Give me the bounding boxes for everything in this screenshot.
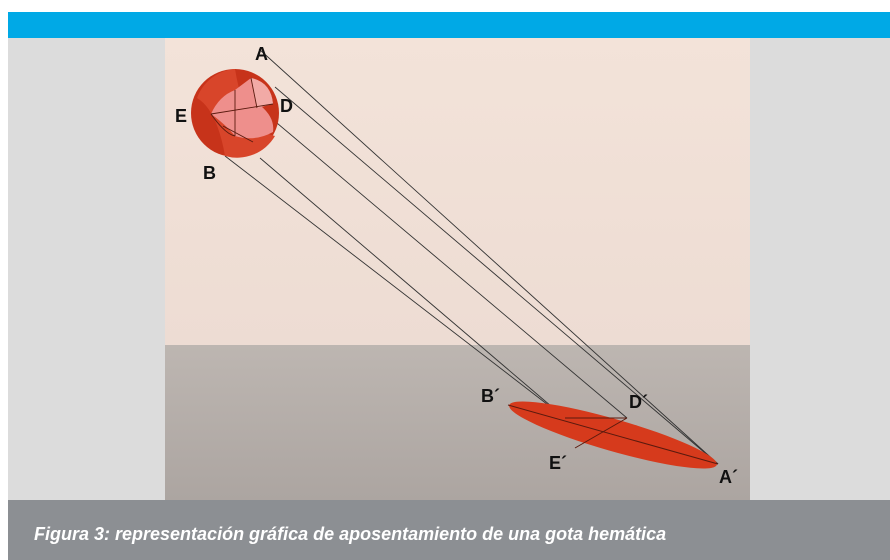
label-d: D (280, 96, 293, 116)
caption-bar: Figura 3: representación gráfica de apos… (8, 500, 890, 560)
blood-stain-ellipse (507, 401, 719, 469)
label-a: A (255, 44, 268, 64)
label-b-prime: B´ (481, 386, 500, 406)
blood-drop-diagram: A D E B B´ D´ E´ A´ (165, 38, 750, 500)
label-d-prime: D´ (629, 392, 648, 412)
floor-surface (165, 345, 750, 500)
label-a-prime: A´ (719, 467, 738, 487)
label-b: B (203, 163, 216, 183)
projection-lines (224, 48, 719, 465)
blood-drop-sphere (191, 69, 279, 158)
header-bar (8, 12, 890, 38)
label-e-prime: E´ (549, 453, 567, 473)
label-e: E (175, 106, 187, 126)
figure-caption: Figura 3: representación gráfica de apos… (34, 524, 667, 544)
